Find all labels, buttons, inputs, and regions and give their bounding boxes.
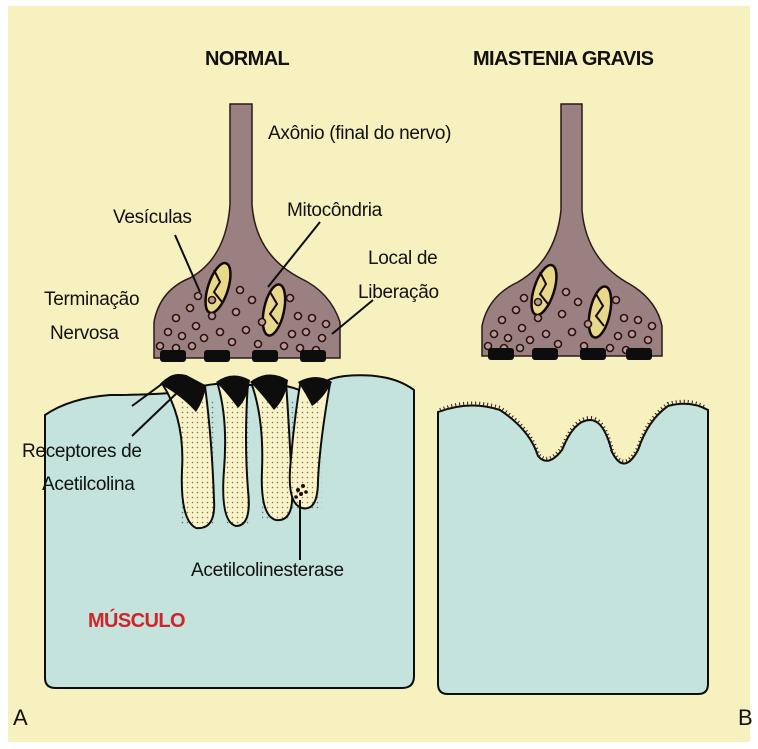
normal-panel-title: NORMAL (205, 48, 289, 70)
axon-label: Axônio (final do nervo) (268, 123, 451, 145)
vesicles-label: Vesículas (113, 207, 192, 229)
receptors-label-line1: Receptores de (22, 441, 142, 463)
mg-muscle (438, 404, 708, 694)
nerve-terminal-label-line2: Nervosa (50, 323, 119, 345)
mg-panel-title: MIASTENIA GRAVIS (473, 48, 653, 70)
mitochondria-label: Mitocôndria (287, 200, 382, 222)
nerve-terminal-label-line1: Terminação (44, 289, 139, 311)
receptors-label-line2: Acetilcolina (42, 474, 135, 496)
acetylcholinesterase-label: Acetilcolinesterase (191, 560, 344, 582)
panel-a-letter: A (13, 707, 27, 729)
release-site-label-line1: Local de (368, 248, 437, 270)
muscle-label: MÚSCULO (88, 610, 185, 632)
panel-b-letter: B (738, 707, 752, 729)
release-site-label-line2: Liberação (358, 282, 439, 304)
